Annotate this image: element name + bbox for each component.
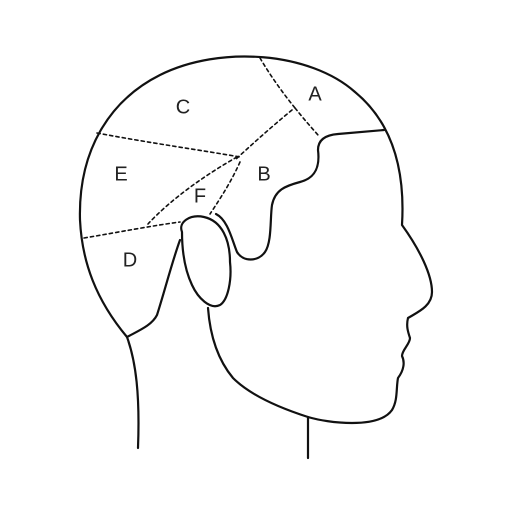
divider-a-c (259, 57, 296, 109)
region-label-b: B (257, 163, 270, 185)
region-label-a: A (308, 83, 322, 105)
jaw-line (206, 306, 310, 419)
hairline-front (214, 128, 386, 261)
divider-e-d (83, 221, 181, 239)
divider-c-b-lower (234, 109, 293, 161)
hairline-back (125, 238, 182, 339)
region-label-d: D (123, 249, 137, 271)
region-label-e: E (114, 163, 127, 185)
divider-e-f (147, 156, 238, 225)
region-label-f: F (194, 185, 206, 207)
divider-a-b (294, 107, 319, 136)
ear (180, 215, 232, 308)
divider-c-e (96, 132, 241, 158)
divider-f-b (209, 161, 241, 215)
region-label-c: C (176, 96, 190, 118)
head-outline (78, 55, 434, 460)
